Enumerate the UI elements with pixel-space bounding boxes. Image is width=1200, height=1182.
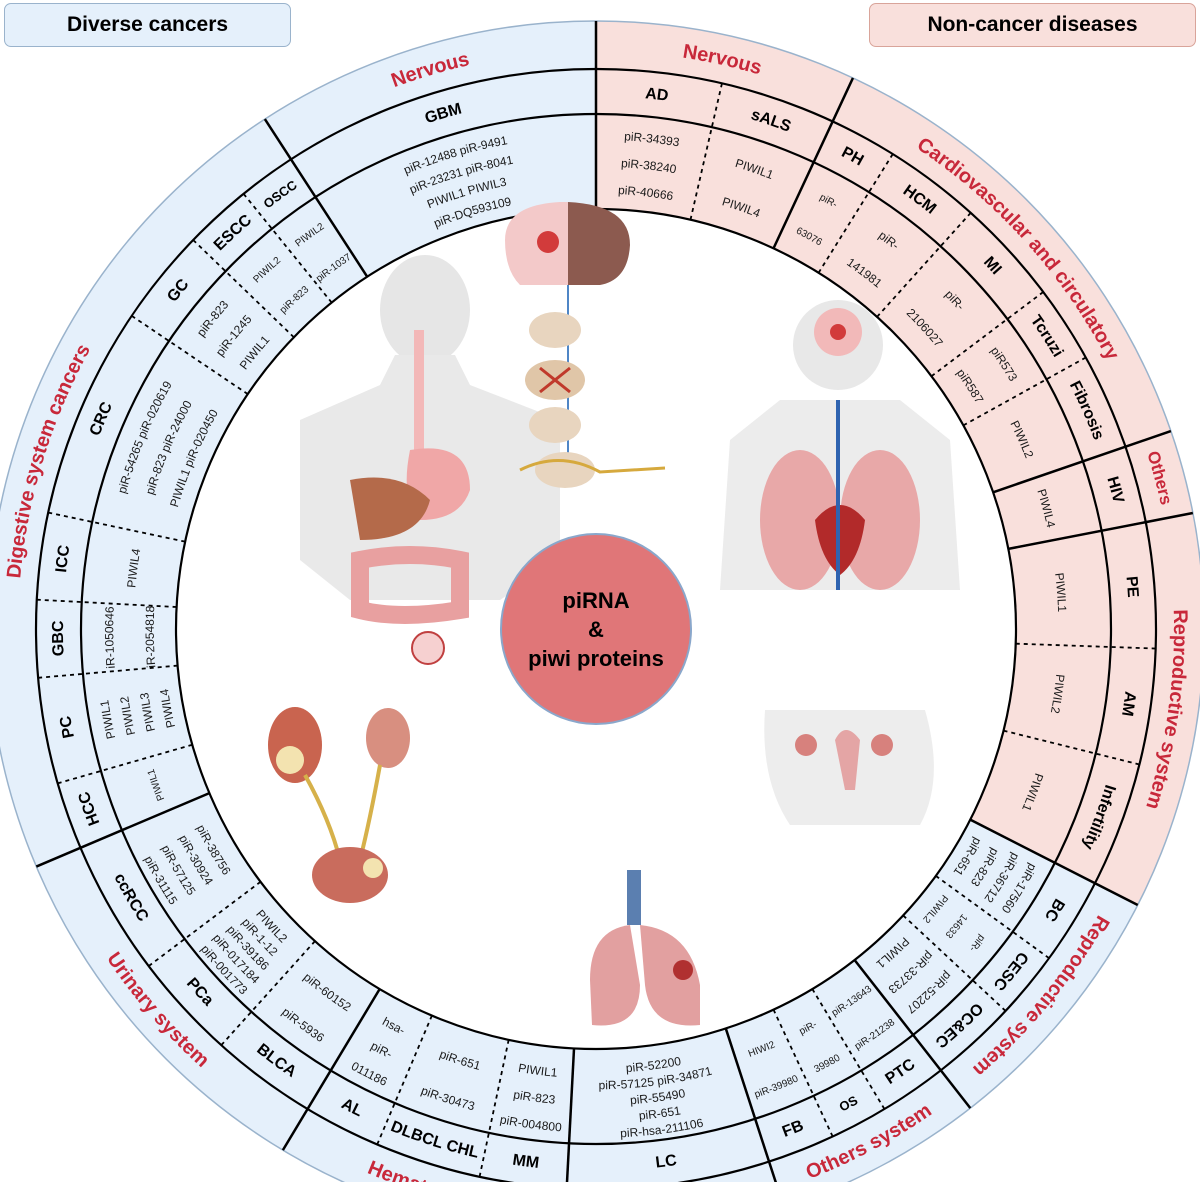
marker-mm-1-text: piR-823 [512, 1087, 556, 1106]
cardiovascular-system-icon [720, 300, 960, 590]
sector-nervous-n [596, 21, 853, 249]
disease-label-mm-text: MM [511, 1152, 540, 1172]
disease-label-pe: PE [1122, 575, 1141, 598]
section-divider-7 [724, 1028, 777, 1182]
section-divider-10 [35, 791, 210, 868]
sector-urin [36, 793, 380, 1151]
section-divider-0 [263, 118, 369, 278]
lungs-icon [590, 870, 700, 1026]
marker-icc-0: PIWIL4 [124, 547, 143, 588]
section-divider-2 [772, 77, 855, 249]
section-divider-8 [565, 1048, 576, 1182]
disease-label-pe-text: PE [1122, 575, 1141, 598]
brain-spinal-cord-icon [505, 202, 666, 488]
disease-label-mm: MM [511, 1152, 540, 1172]
sector-cardio [773, 77, 1171, 493]
disease-label-gbc: GBC [50, 620, 68, 656]
disease-label-fb: FB [780, 1117, 806, 1141]
section-divider-5 [969, 818, 1139, 907]
marker-pe-0-text: PIWIL1 [1052, 572, 1069, 613]
marker-icc-0-text: PIWIL4 [124, 547, 143, 588]
non-cancer-diseases-header: Non-cancer diseases [869, 3, 1196, 47]
disease-label-lc-text: LC [655, 1152, 679, 1172]
disease-label-pc: PC [57, 714, 78, 739]
marker-mm-0: PIWIL1 [517, 1061, 558, 1080]
female-reproductive-icon [764, 710, 934, 825]
disease-label-ad: AD [644, 85, 669, 105]
sector-repro-c [854, 819, 1138, 1109]
marker-pe-0: PIWIL1 [1052, 572, 1069, 613]
disease-label-icc-text: ICC [53, 544, 73, 574]
section-divider-3 [992, 429, 1172, 494]
disease-label-pc-text: PC [57, 714, 78, 739]
disease-label-fb-text: FB [780, 1117, 806, 1141]
marker-mm-1: piR-823 [512, 1087, 556, 1106]
disease-label-hiv: HIV [1103, 475, 1126, 505]
center-line-1: piRNA [562, 588, 629, 613]
disease-label-hiv-text: HIV [1103, 475, 1126, 505]
section-divider-6 [853, 959, 972, 1109]
diverse-cancers-header: Diverse cancers [4, 3, 291, 47]
marker-am-0: PIWIL2 [1048, 674, 1067, 715]
disease-label-lc: LC [655, 1152, 679, 1172]
non-cancer-diseases-label: Non-cancer diseases [927, 13, 1138, 36]
marker-mm-0-text: PIWIL1 [517, 1061, 558, 1080]
kidney-bladder-icon [268, 707, 410, 903]
marker-lc-3: piR-651 [638, 1103, 682, 1122]
sector-repro-n [970, 512, 1200, 906]
disease-label-am: AM [1118, 690, 1138, 717]
center-circle [500, 533, 692, 725]
sector-others-sys [725, 959, 971, 1182]
section-divider-9 [281, 988, 381, 1151]
center-line-2: & [588, 617, 604, 642]
sector-digest [0, 119, 368, 867]
disease-label-gbc-text: GBC [50, 620, 68, 656]
disease-label-icc: ICC [53, 544, 73, 574]
disease-label-ad-text: AD [644, 85, 669, 105]
disease-label-am-text: AM [1118, 690, 1138, 717]
marker-lc-3-text: piR-651 [638, 1103, 682, 1122]
marker-am-0-text: PIWIL2 [1048, 674, 1067, 715]
center-line-3: piwi proteins [528, 646, 664, 671]
digestive-system-icon [300, 255, 560, 665]
sector-nervous-c [264, 21, 596, 277]
diverse-cancers-label: Diverse cancers [66, 13, 229, 36]
section-divider-4 [1008, 511, 1194, 551]
ring-dividers [0, 20, 1200, 1182]
